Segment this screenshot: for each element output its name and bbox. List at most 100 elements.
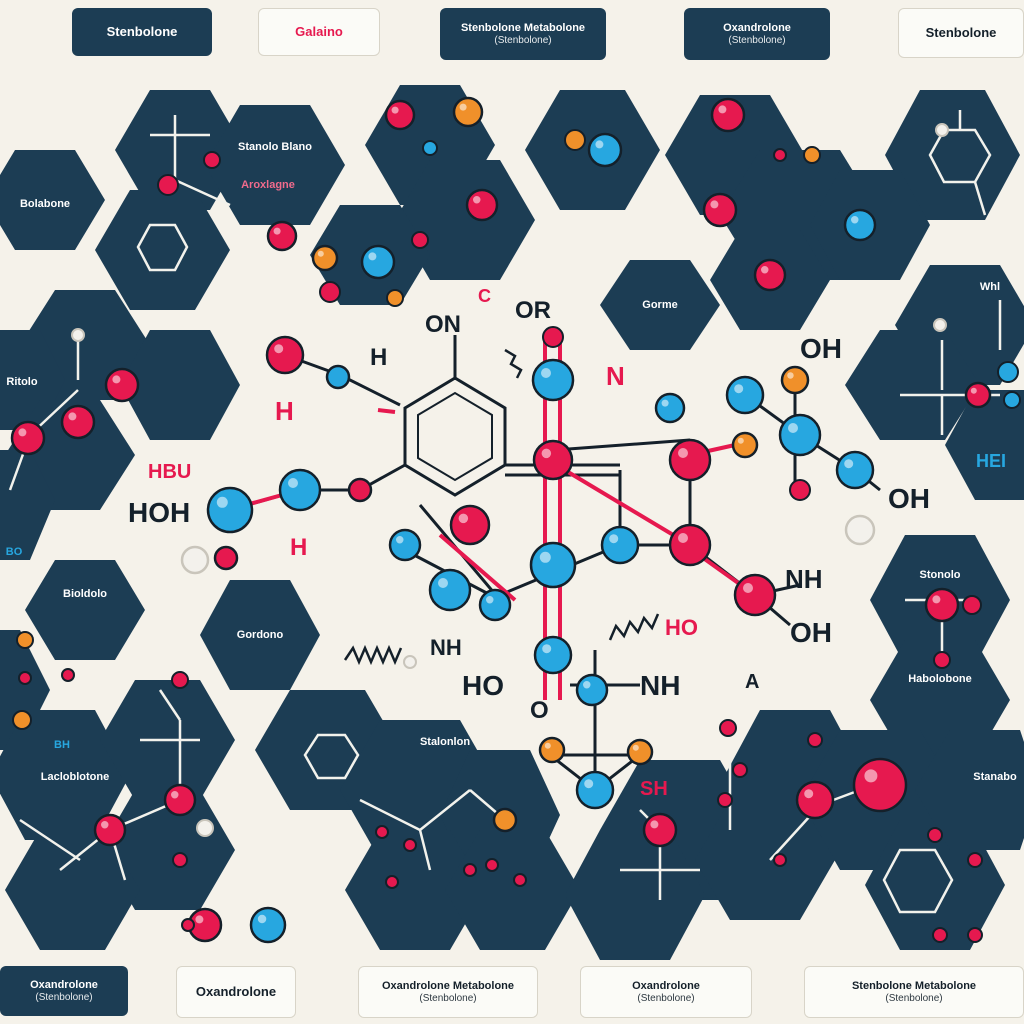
bond-line — [419, 789, 471, 831]
formula-sh: SH — [640, 778, 668, 800]
hexagon-tile — [945, 390, 1024, 500]
blue-atom — [587, 132, 623, 168]
hexagon-tile — [5, 830, 140, 950]
formula-oh2: OH — [790, 617, 832, 648]
pink-atom — [732, 762, 748, 778]
formula-hbu: HBU — [148, 461, 191, 483]
formula-on: ON — [425, 311, 461, 338]
atom-highlight — [737, 437, 744, 444]
hexagon-tile — [115, 90, 245, 210]
hex-label: Lacloblotone — [41, 771, 109, 783]
hex-label: Stanolo Blano — [238, 141, 312, 153]
blue-atom — [529, 541, 577, 589]
atom-highlight — [288, 478, 298, 488]
central-benzene-ring-inner — [417, 391, 493, 482]
hex-label: Habolobone — [908, 673, 972, 685]
bond-line — [973, 181, 987, 216]
atom-highlight — [68, 412, 77, 421]
central-benzene-ring — [403, 376, 507, 497]
blue-atom — [206, 486, 254, 534]
pink-atom — [203, 151, 221, 169]
pink-atom — [485, 858, 499, 872]
formula-or: OR — [515, 297, 551, 324]
footer-label: Oxandrolone (Stenbolone) — [580, 966, 752, 1018]
white-atom — [71, 328, 85, 342]
hexagon-tile — [885, 90, 1020, 220]
bond-line — [19, 818, 81, 862]
white-atom — [935, 123, 949, 137]
atom-highlight — [743, 583, 753, 593]
pink-atom — [213, 545, 239, 571]
blue-atom — [278, 468, 322, 512]
pink-atom — [157, 174, 179, 196]
blue-atom — [1003, 391, 1021, 409]
atom-highlight — [595, 140, 604, 149]
atom-highlight — [844, 459, 854, 469]
blue-atom — [778, 413, 822, 457]
blue-atom — [997, 361, 1019, 383]
atom-highlight — [787, 372, 794, 379]
atom-highlight — [542, 644, 552, 654]
atom-highlight — [734, 384, 744, 394]
pink-atom — [962, 595, 982, 615]
pink-atom — [463, 863, 477, 877]
pink-atom — [933, 651, 951, 669]
pink-atom — [927, 827, 943, 843]
hex-label: Aroxlagne — [241, 179, 295, 191]
hexagon-tile — [0, 710, 130, 840]
atom-highlight — [438, 578, 448, 588]
atom-highlight — [459, 103, 467, 111]
atom-highlight — [650, 820, 659, 829]
pink-rod — [377, 408, 396, 414]
blue-atom — [654, 392, 686, 424]
pink-atom — [181, 918, 195, 932]
formula-h2: H — [370, 344, 387, 371]
atom-highlight — [761, 266, 769, 274]
formula-hei: HEI — [976, 451, 1006, 471]
atom-highlight — [195, 915, 204, 924]
atom-highlight — [541, 448, 552, 459]
pink-atom — [924, 587, 960, 623]
footer-label-title: Oxandrolone Metabolone — [381, 980, 514, 993]
atom-highlight — [486, 596, 494, 604]
pink-atom — [163, 783, 197, 817]
header-label-title: Galaino — [295, 23, 343, 39]
pink-atom — [532, 439, 574, 481]
pink-atom — [717, 792, 733, 808]
pink-atom — [773, 853, 787, 867]
hex-label: BO — [6, 546, 23, 558]
footer-label: Oxandrolone (Stenbolone) — [0, 966, 128, 1016]
atom-highlight — [101, 821, 109, 829]
atom-highlight — [171, 791, 179, 799]
pink-atom — [807, 732, 823, 748]
footer-label-title: Oxandrolone — [30, 979, 98, 992]
atom-highlight — [788, 423, 798, 433]
header-label: Oxandrolone (Stenbolone) — [684, 8, 830, 60]
benzene-ring — [882, 848, 954, 914]
header-label-subtitle: (Stenbolone) — [728, 34, 786, 46]
orange-atom — [731, 431, 759, 459]
white-atom — [933, 318, 947, 332]
orange-atom — [386, 289, 404, 307]
formula-h: H — [275, 396, 294, 426]
pink-atom — [789, 479, 811, 501]
bond-line — [359, 798, 421, 832]
orange-atom — [16, 631, 34, 649]
pink-atom — [668, 523, 712, 567]
pink-atom — [964, 381, 992, 409]
atom-highlight — [678, 533, 688, 543]
pink-atom — [385, 875, 399, 889]
formula-n: N — [606, 361, 625, 391]
pink-atom — [384, 99, 416, 131]
hexagon-tile — [845, 330, 980, 440]
bond-line — [418, 829, 432, 871]
orange-atom — [12, 710, 32, 730]
hexagon-tile — [445, 830, 580, 950]
hex-labels: Bolabone Stanolo Blano Aroxlagne Gorme W… — [6, 141, 1017, 783]
pink-atom — [347, 477, 373, 503]
hexagon-tile — [565, 830, 705, 960]
pink-atom — [852, 757, 908, 813]
hex-label: BH — [54, 739, 70, 751]
hex-label: Gordono — [237, 629, 284, 641]
atom-highlight — [391, 106, 399, 114]
